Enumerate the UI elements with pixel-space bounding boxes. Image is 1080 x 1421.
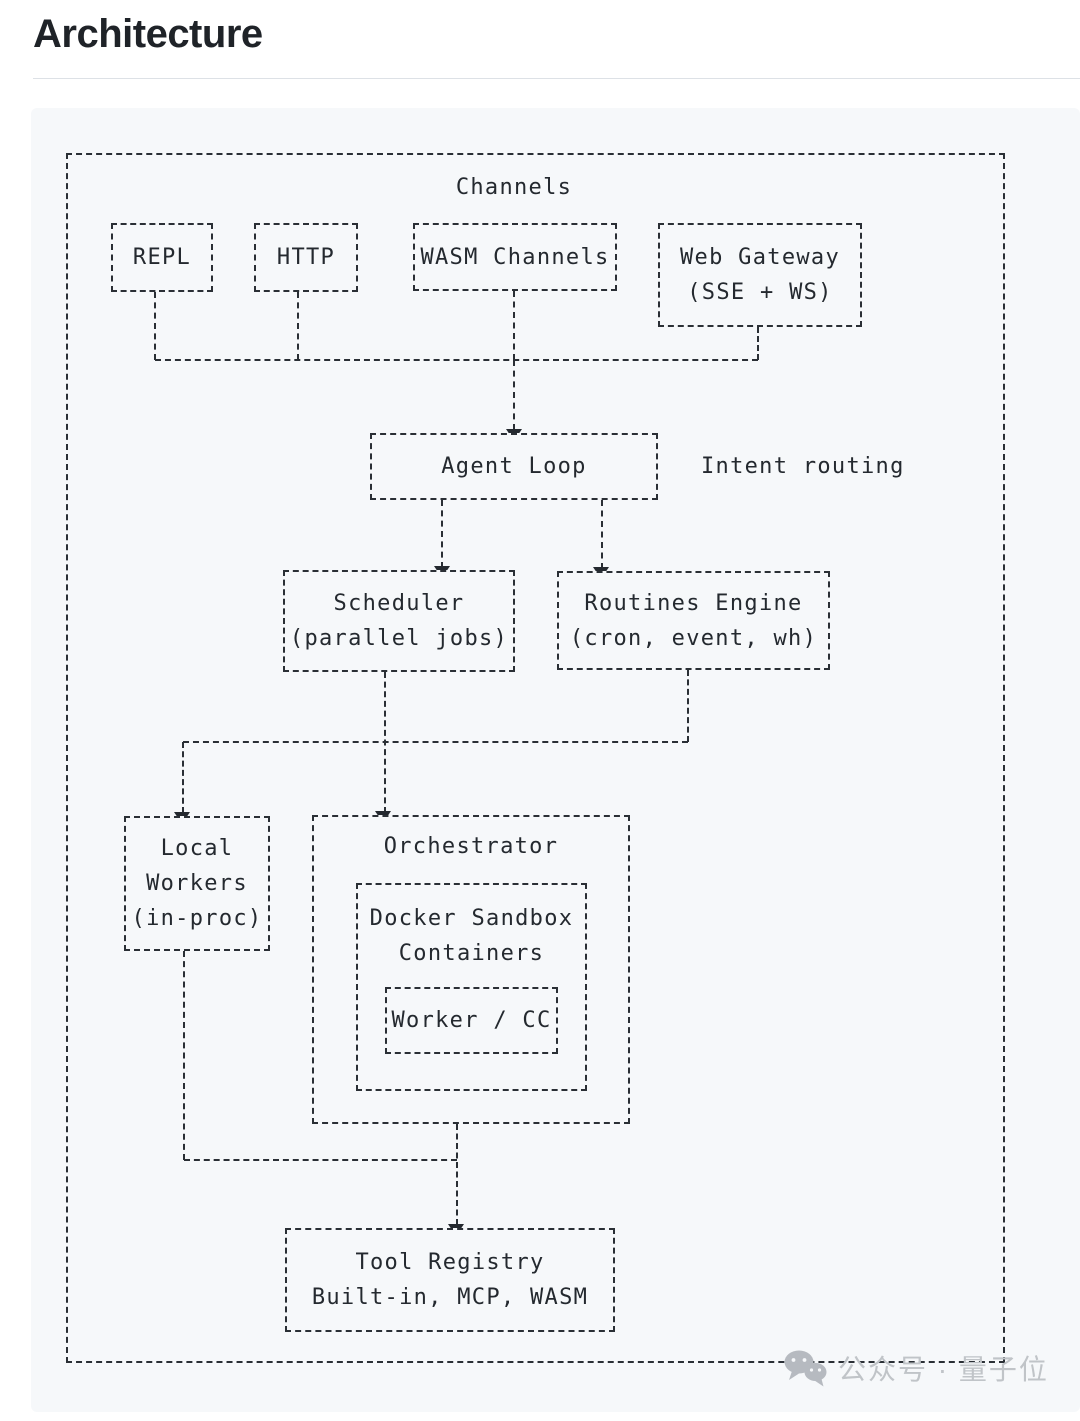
wechat-icon (784, 1350, 827, 1387)
node-orchestrator-label: Orchestrator (383, 834, 559, 859)
connector-localworkers-down (183, 951, 185, 1160)
connector-webgateway-down (757, 327, 759, 360)
node-local-workers-label-1: Local (160, 836, 234, 861)
node-web-gateway-sublabel: (SSE + WS) (687, 280, 833, 305)
channels-container-box (66, 153, 1005, 1363)
node-http: HTTP (254, 223, 358, 292)
node-web-gateway-label: Web Gateway (680, 245, 840, 270)
node-agent-loop-label: Agent Loop (441, 454, 587, 479)
node-worker-cc: Worker / CC (385, 987, 558, 1054)
node-tool-registry-sublabel: Built-in, MCP, WASM (311, 1285, 589, 1310)
connector-midbus-to-localworkers (182, 742, 184, 813)
node-repl-label: REPL (132, 245, 192, 270)
connector-wasm-down (513, 291, 515, 360)
connector-routines-down (687, 670, 689, 742)
node-local-workers-label-2: Workers (146, 871, 248, 896)
connector-http-down (297, 292, 299, 360)
node-scheduler-sublabel: (parallel jobs) (289, 626, 509, 651)
node-tool-registry-label: Tool Registry (355, 1250, 545, 1275)
node-scheduler: Scheduler (parallel jobs) (283, 570, 515, 672)
connector-mid-bus (183, 741, 688, 743)
connector-repl-down (154, 292, 156, 360)
title-divider (33, 78, 1080, 79)
page-title: Architecture (33, 12, 263, 56)
node-local-workers-label-3: (in-proc) (131, 906, 263, 931)
node-web-gateway: Web Gateway (SSE + WS) (658, 223, 862, 327)
watermark-text: 公众号 · 量子位 (838, 1354, 1049, 1385)
connector-bus-to-agentloop (513, 360, 515, 430)
channels-label: Channels (455, 175, 573, 200)
connector-channels-bus (155, 359, 758, 361)
node-wasm-channels: WASM Channels (413, 223, 617, 291)
intent-routing-label: Intent routing (701, 454, 905, 479)
node-routines-engine-label: Routines Engine (584, 590, 803, 616)
node-docker-sandbox-label: Docker Sandbox (369, 906, 574, 931)
connector-orchestrator-down (456, 1124, 458, 1225)
node-wasm-channels-label: WASM Channels (420, 244, 610, 270)
node-routines-engine: Routines Engine (cron, event, wh) (557, 571, 830, 670)
connector-agentloop-to-scheduler (441, 500, 443, 568)
node-agent-loop: Agent Loop (370, 433, 658, 500)
node-repl: REPL (111, 223, 213, 292)
node-docker-sandbox-sublabel: Containers (398, 941, 545, 966)
watermark: 公众号 · 量子位 (782, 1348, 1049, 1388)
connector-bottom-bus (184, 1159, 457, 1161)
node-worker-cc-label: Worker / CC (391, 1008, 552, 1033)
node-http-label: HTTP (276, 245, 336, 270)
node-tool-registry: Tool Registry Built-in, MCP, WASM (285, 1228, 615, 1332)
node-routines-engine-sublabel: (cron, event, wh) (569, 625, 818, 651)
node-local-workers: Local Workers (in-proc) (124, 816, 270, 951)
connector-agentloop-to-routines (601, 500, 603, 569)
node-scheduler-label: Scheduler (333, 591, 465, 616)
